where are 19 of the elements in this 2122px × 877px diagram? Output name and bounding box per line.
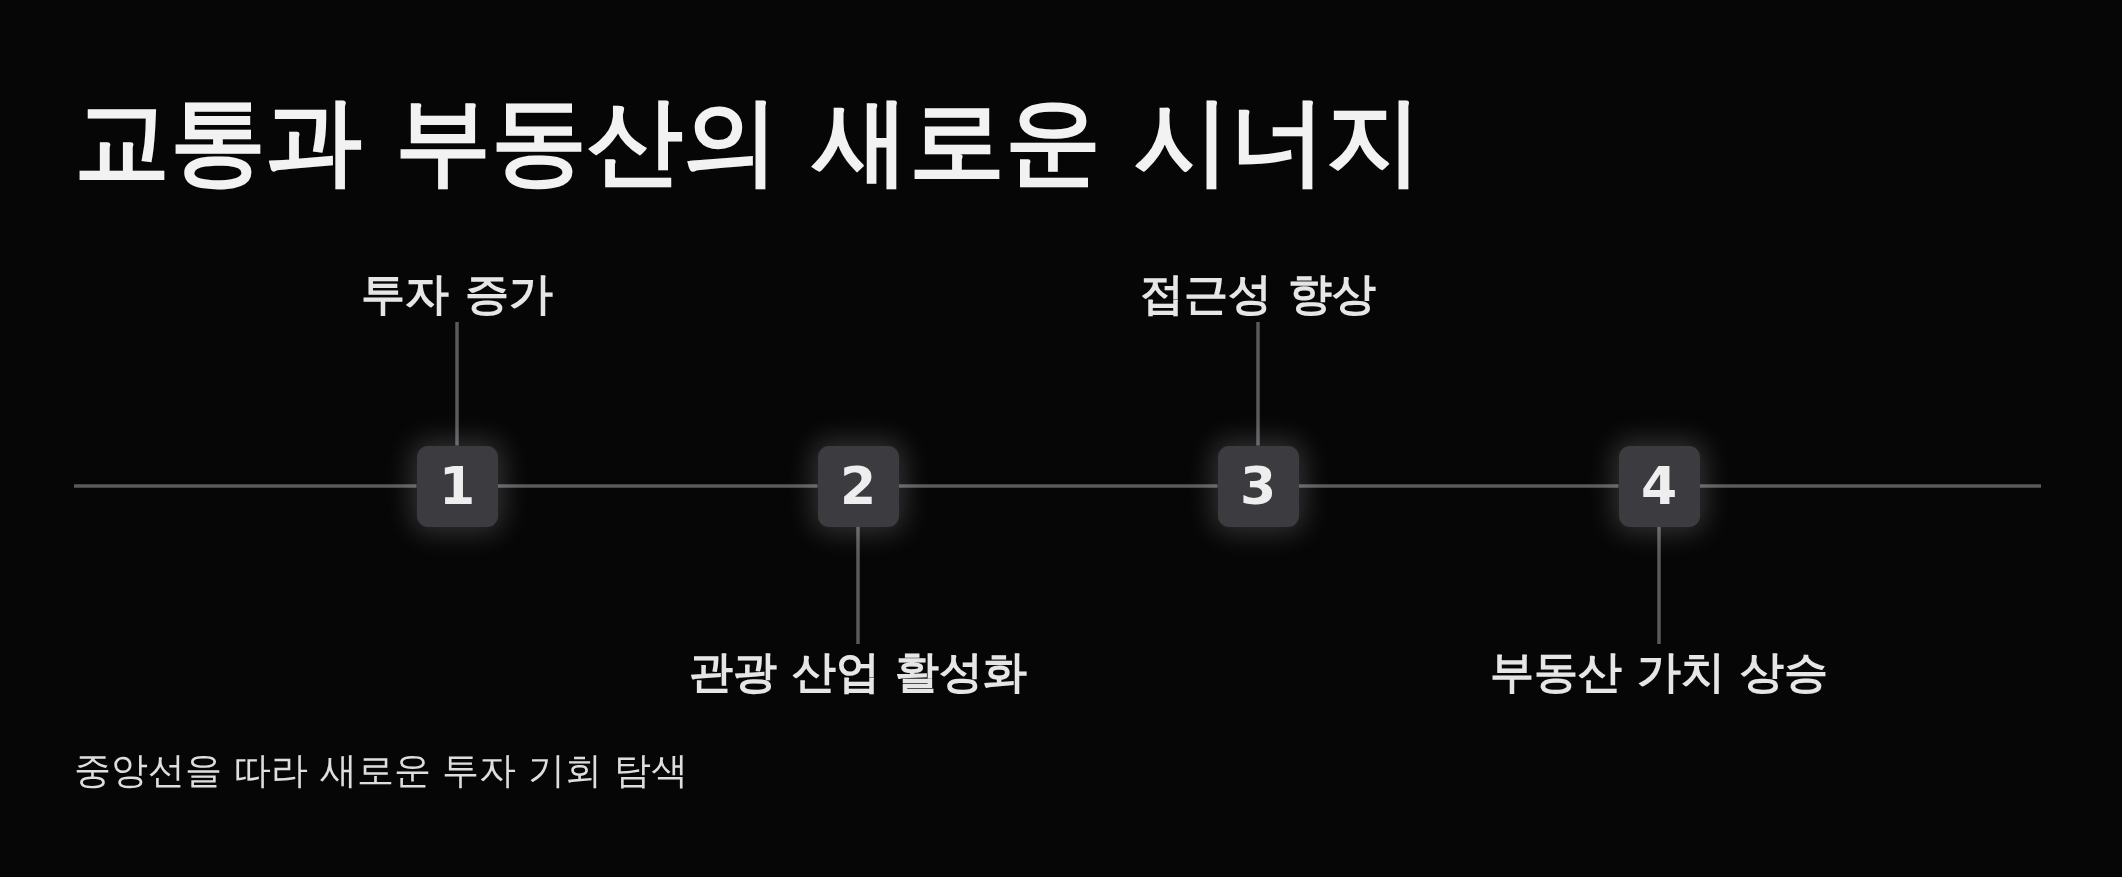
timeline-line — [1298, 484, 1619, 488]
caption: 중앙선을 따라 새로운 투자 기회 탐색 — [74, 748, 688, 794]
step-label: 접근성 향상 — [1140, 266, 1376, 322]
connector-line — [1657, 526, 1661, 644]
step-label: 부동산 가치 상승 — [1489, 644, 1829, 700]
connector-line — [455, 322, 459, 446]
timeline-line — [898, 484, 1218, 488]
connector-line — [1256, 322, 1260, 446]
number-box: 3 — [1217, 445, 1299, 527]
timeline-line — [1699, 484, 2041, 488]
connector-line — [856, 526, 860, 644]
title: 교통과 부동산의 새로운 시너지 — [74, 84, 1423, 199]
step-label: 투자 증가 — [361, 266, 553, 322]
timeline-line — [497, 484, 818, 488]
step-label: 관광 산업 활성화 — [688, 644, 1028, 700]
number-box: 2 — [817, 445, 899, 527]
number-box: 1 — [416, 445, 498, 527]
number-box: 4 — [1618, 445, 1700, 527]
timeline-line — [74, 484, 417, 488]
